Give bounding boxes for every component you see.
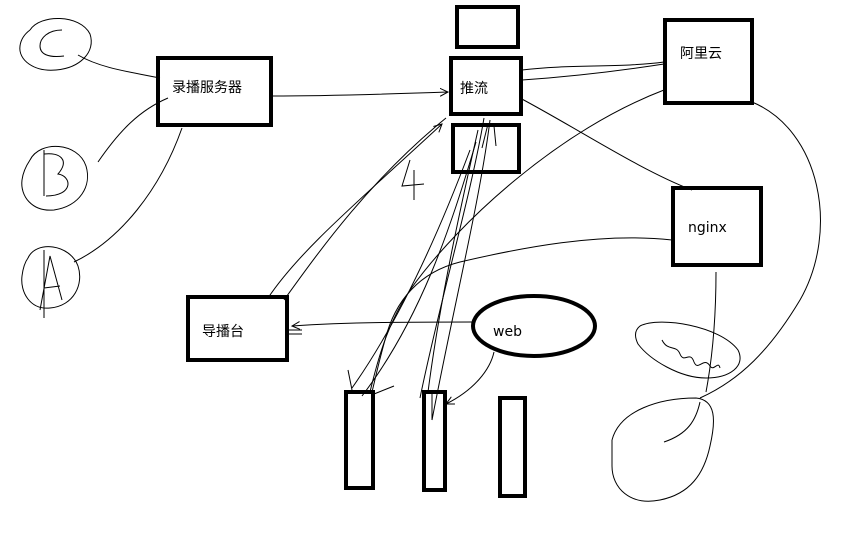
arrow-tick-2 xyxy=(373,385,395,395)
arrow-tick-4 xyxy=(493,125,497,147)
scribble-blob-text xyxy=(661,339,721,369)
node-c xyxy=(19,18,92,71)
edge-a-recorder xyxy=(73,127,183,263)
node-director-label: 导播台 xyxy=(202,324,244,340)
node-aliyun-box xyxy=(663,18,754,105)
edge-web-tallbox2 xyxy=(446,351,495,404)
tall-box-1 xyxy=(344,390,375,490)
node-a-circle xyxy=(21,246,81,309)
node-a-letter xyxy=(39,250,63,318)
edge-nginx-down xyxy=(705,271,717,393)
edge-push-tallbox-3 xyxy=(427,129,479,393)
node-director-box xyxy=(186,295,289,362)
node-web-label: web xyxy=(493,324,522,340)
node-b xyxy=(21,146,88,211)
edge-push-tallbox-5 xyxy=(361,141,477,397)
arrow-tick-1 xyxy=(347,369,353,391)
node-aliyun-label: 阿里云 xyxy=(680,46,722,62)
cloud-shape xyxy=(611,397,714,502)
node-b-circle xyxy=(21,146,88,211)
node-c-circle xyxy=(19,18,92,71)
node-nginx-box xyxy=(671,186,763,267)
node-recorder: 录播服务器 xyxy=(156,56,273,127)
edge-c-recorder xyxy=(77,54,161,79)
node-nginx: nginx xyxy=(671,186,763,267)
node-aliyun: 阿里云 xyxy=(663,18,754,105)
node-director: 导播台 xyxy=(186,295,289,362)
handwritten-four xyxy=(401,159,425,200)
edge-push-aliyun-2 xyxy=(521,63,665,81)
node-a xyxy=(21,246,81,318)
node-web-ellipse xyxy=(471,294,597,358)
scribble-blob xyxy=(635,321,741,379)
edge-push-tallbox-1 xyxy=(419,117,485,399)
edge-push-tallbox-4 xyxy=(351,149,471,389)
edge-push-nginx xyxy=(519,97,693,191)
edge-nginx-left xyxy=(371,237,673,393)
node-nginx-label: nginx xyxy=(688,220,727,236)
node-recorder-label: 录播服务器 xyxy=(172,80,242,96)
edge-director-push-2 xyxy=(283,117,447,301)
node-push-box xyxy=(449,56,523,116)
scribble-blob-outline xyxy=(635,321,741,379)
node-c-letter xyxy=(39,29,65,57)
edge-aliyun-cloud xyxy=(699,101,821,399)
box-below-push xyxy=(451,123,521,174)
tall-box-2 xyxy=(422,390,447,492)
edge-web-director xyxy=(292,322,475,326)
node-push-label: 推流 xyxy=(460,81,488,97)
arrow-tick-3 xyxy=(481,123,489,149)
edge-push-aliyun-1 xyxy=(521,61,665,71)
cloud-inner-line xyxy=(663,401,701,443)
box-top-empty xyxy=(455,5,520,49)
edge-recorder-push xyxy=(271,92,448,96)
tall-box-3 xyxy=(498,396,527,498)
node-recorder-box xyxy=(156,56,273,127)
node-b-letter xyxy=(43,150,69,197)
edge-director-push xyxy=(267,124,442,299)
node-push: 推流 xyxy=(449,56,523,116)
edge-push-tallbox-2 xyxy=(431,119,491,421)
node-web: web xyxy=(471,294,597,358)
